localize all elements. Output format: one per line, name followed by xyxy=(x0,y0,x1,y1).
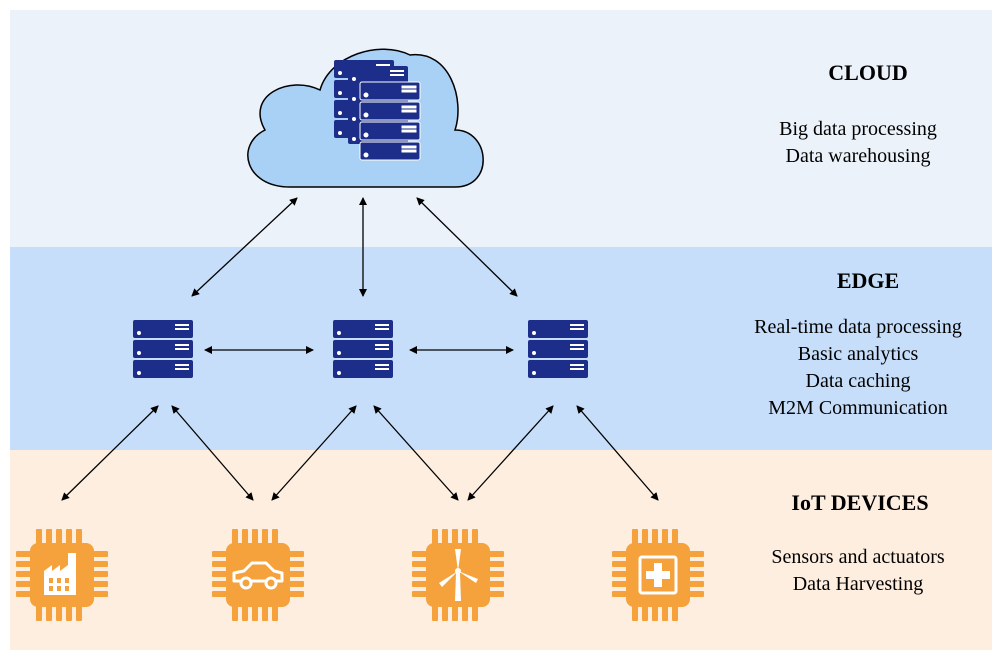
cloud-layer-title: CLOUD xyxy=(828,60,908,85)
arrow-edge3-device3 xyxy=(467,405,554,501)
cloud-item: Big data processing xyxy=(779,118,937,140)
factory-chip-icon xyxy=(16,529,108,621)
edge-layer-title: EDGE xyxy=(836,268,900,293)
medical-cross-chip-icon xyxy=(612,529,704,621)
edge-item: Basic analytics xyxy=(797,343,919,365)
arrow-edge2-device2 xyxy=(271,405,357,501)
iot-item: Data Harvesting xyxy=(792,573,924,595)
car-chip-icon xyxy=(212,529,304,621)
arrow-cloud-edge-right xyxy=(416,197,518,297)
cloud-item: Data warehousing xyxy=(785,145,931,167)
edge-layer-description: Real-time data processing Basic analytic… xyxy=(728,314,988,422)
arrow-edge2-device3 xyxy=(373,405,459,501)
arrow-edge1-device1 xyxy=(61,405,159,501)
iot-item: Sensors and actuators xyxy=(771,546,945,568)
edge-server-right-icon xyxy=(528,320,588,378)
edge-server-center-icon xyxy=(333,320,393,378)
edge-item: Data caching xyxy=(805,370,911,392)
arrow-cloud-edge-left xyxy=(191,197,298,297)
iot-layer-title: IoT DEVICES xyxy=(791,490,929,515)
cloud-layer-description: Big data processing Data warehousing xyxy=(728,116,988,170)
iot-layer-description: Sensors and actuators Data Harvesting xyxy=(728,544,988,598)
edge-item: M2M Communication xyxy=(768,397,948,419)
arrow-edge3-device4 xyxy=(576,405,659,501)
wind-turbine-chip-icon xyxy=(412,529,504,621)
edge-item: Real-time data processing xyxy=(754,316,962,338)
arrow-edge1-device2 xyxy=(171,405,254,501)
connection-arrows xyxy=(61,197,659,501)
edge-server-left-icon xyxy=(133,320,193,378)
